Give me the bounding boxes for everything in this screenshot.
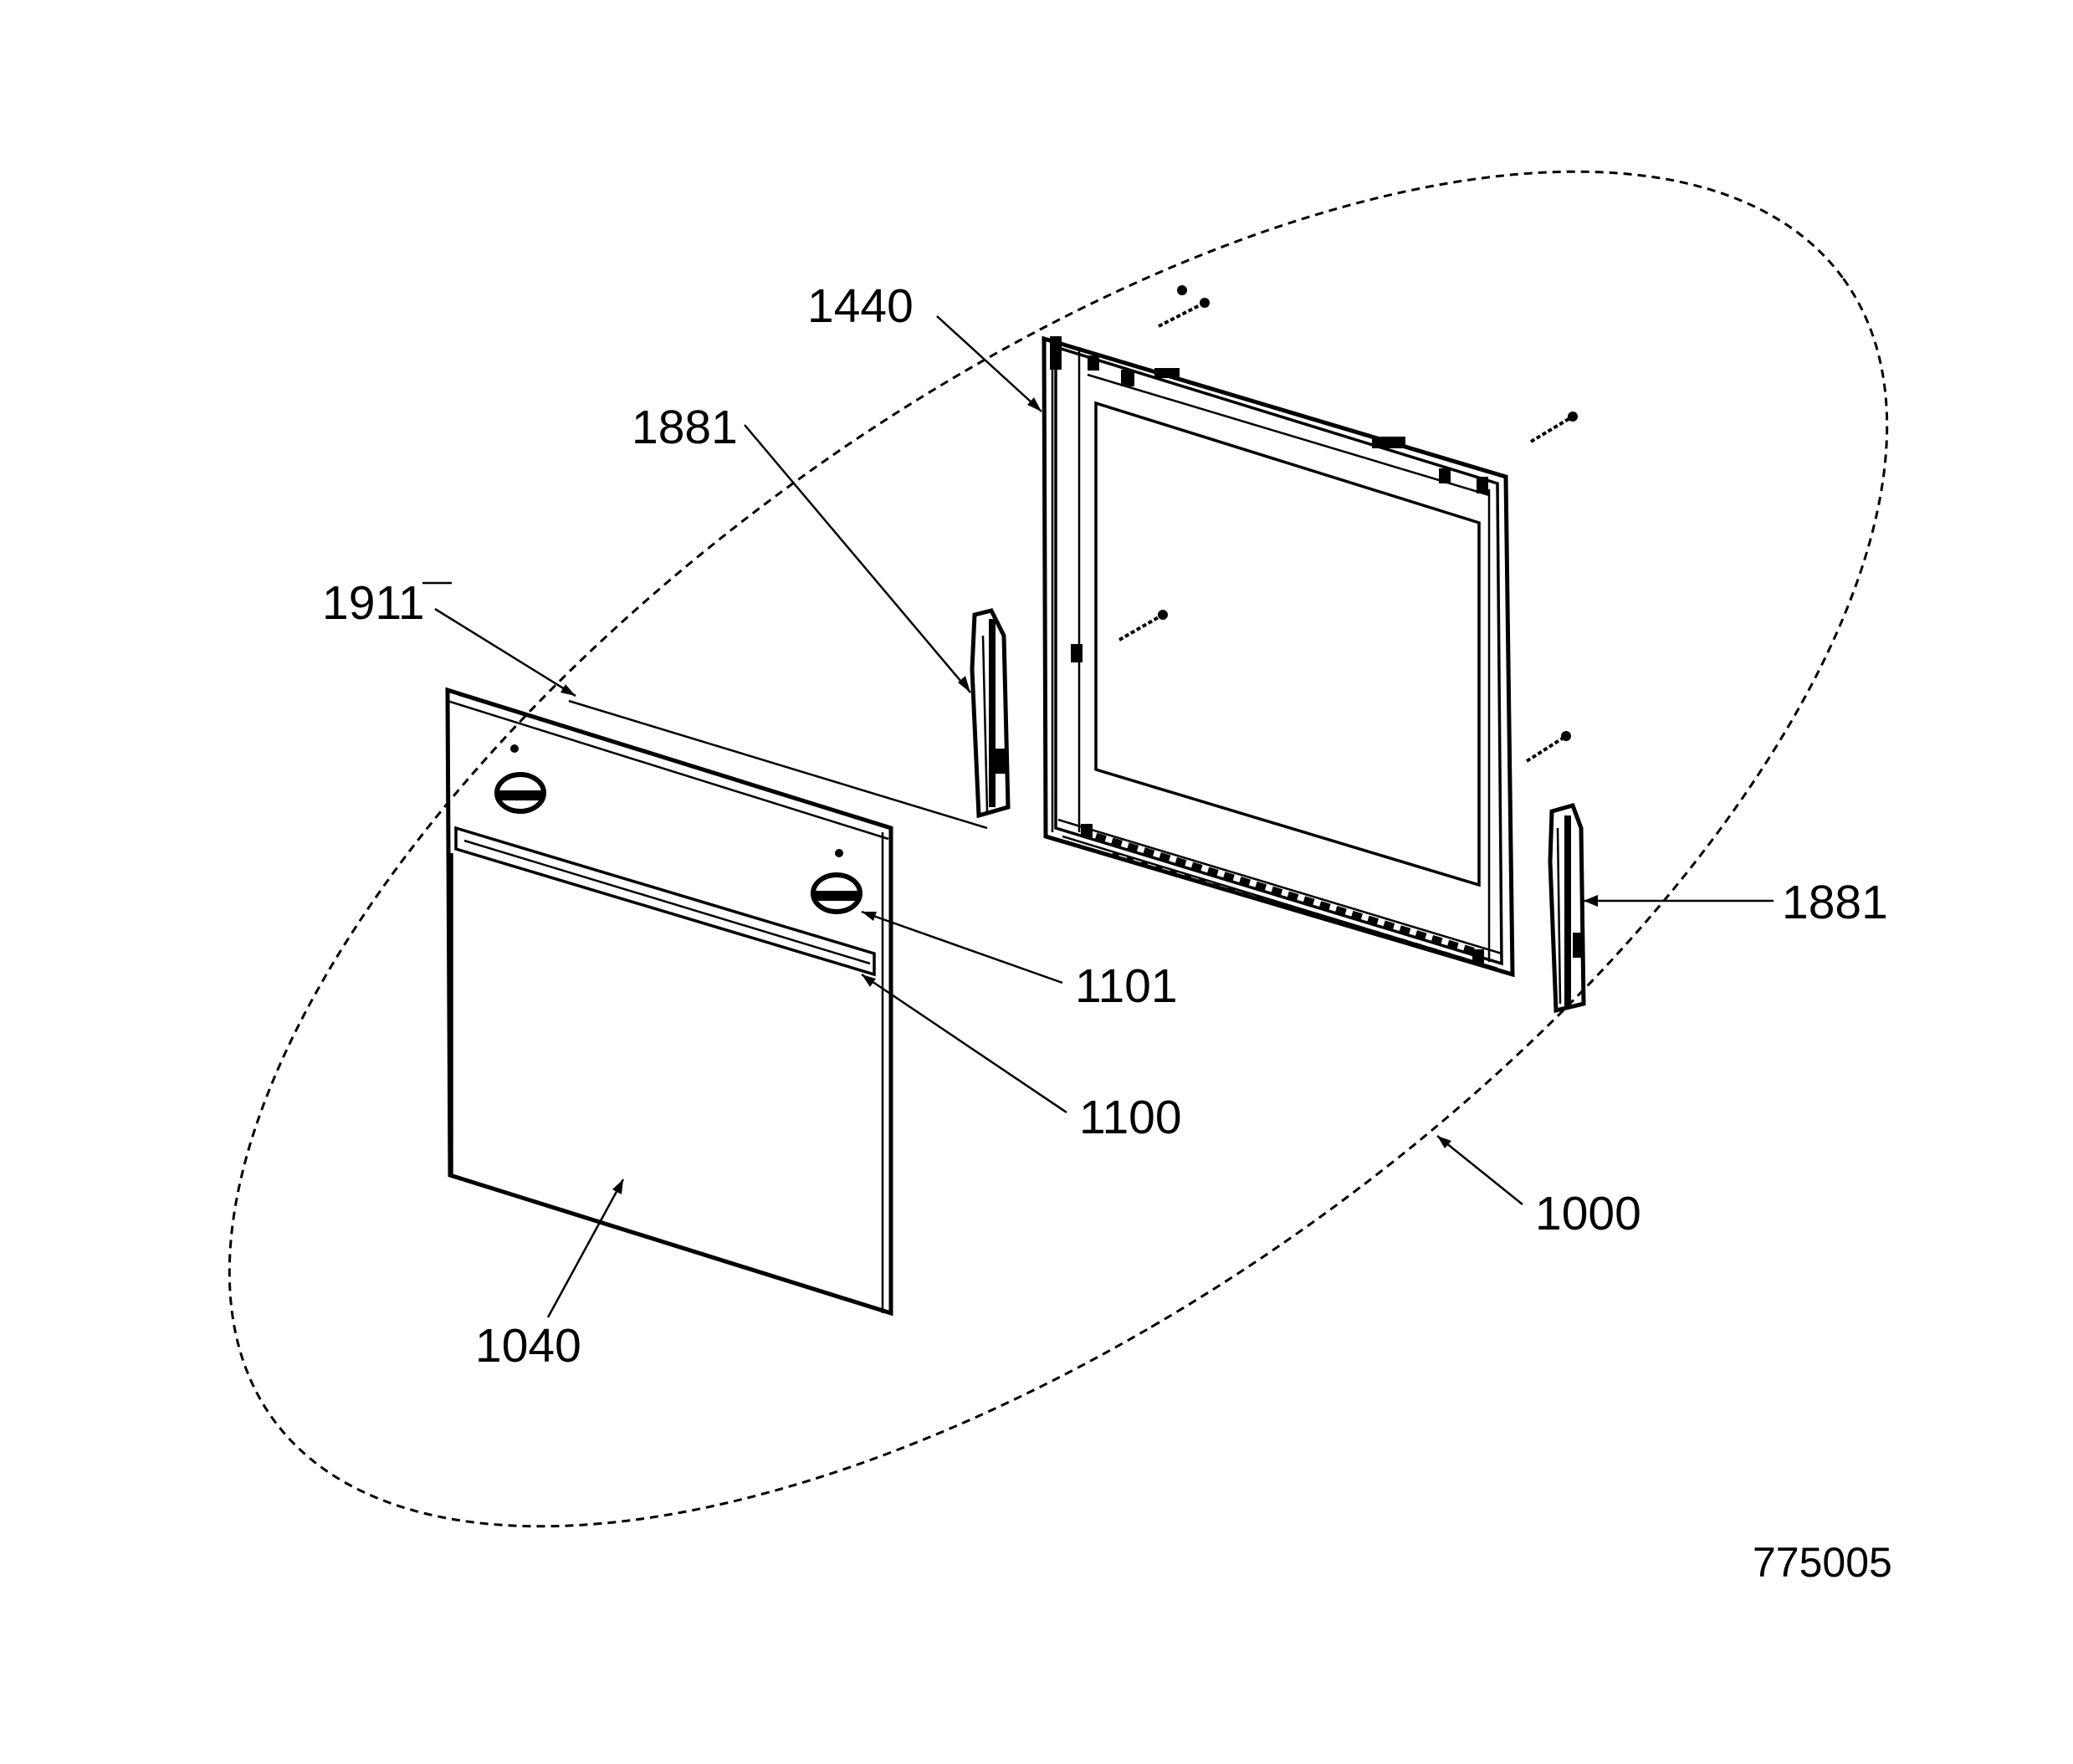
screw-upper-right [1529, 412, 1578, 443]
assembly-boundary-ellipse [228, 170, 1889, 1528]
leader-1040 [546, 1179, 625, 1318]
label-1911: 1911 [322, 576, 425, 630]
hinge-left [970, 608, 1011, 819]
leader-1881-right [1584, 895, 1774, 907]
leader-1440 [936, 315, 1042, 412]
label-1440: 1440 [807, 279, 914, 333]
label-1881-left: 1881 [632, 401, 738, 454]
label-1101: 1101 [1075, 959, 1178, 1013]
hinge-right [1548, 802, 1586, 1014]
screw-top [1158, 298, 1210, 328]
label-1881-right: 1881 [1782, 876, 1888, 929]
leader-1881-left [744, 424, 971, 693]
label-1100: 1100 [1079, 1091, 1182, 1144]
door-top-profile [458, 693, 988, 830]
door-handle [454, 826, 876, 977]
handle-support-right [811, 849, 862, 914]
handle-support-left [494, 744, 546, 814]
leader-1101 [861, 910, 1063, 984]
screw-center [1118, 610, 1168, 642]
drawing-number: 775005 [1753, 1539, 1892, 1586]
screw-lower-right [1525, 731, 1571, 763]
inner-door-frame [1042, 335, 1515, 978]
leader-1000 [1436, 1135, 1523, 1205]
leader-1911 [434, 607, 576, 698]
label-1000: 1000 [1535, 1187, 1641, 1240]
screw-top-small [1177, 285, 1187, 295]
label-1040: 1040 [475, 1319, 581, 1373]
leader-1100 [861, 973, 1067, 1114]
